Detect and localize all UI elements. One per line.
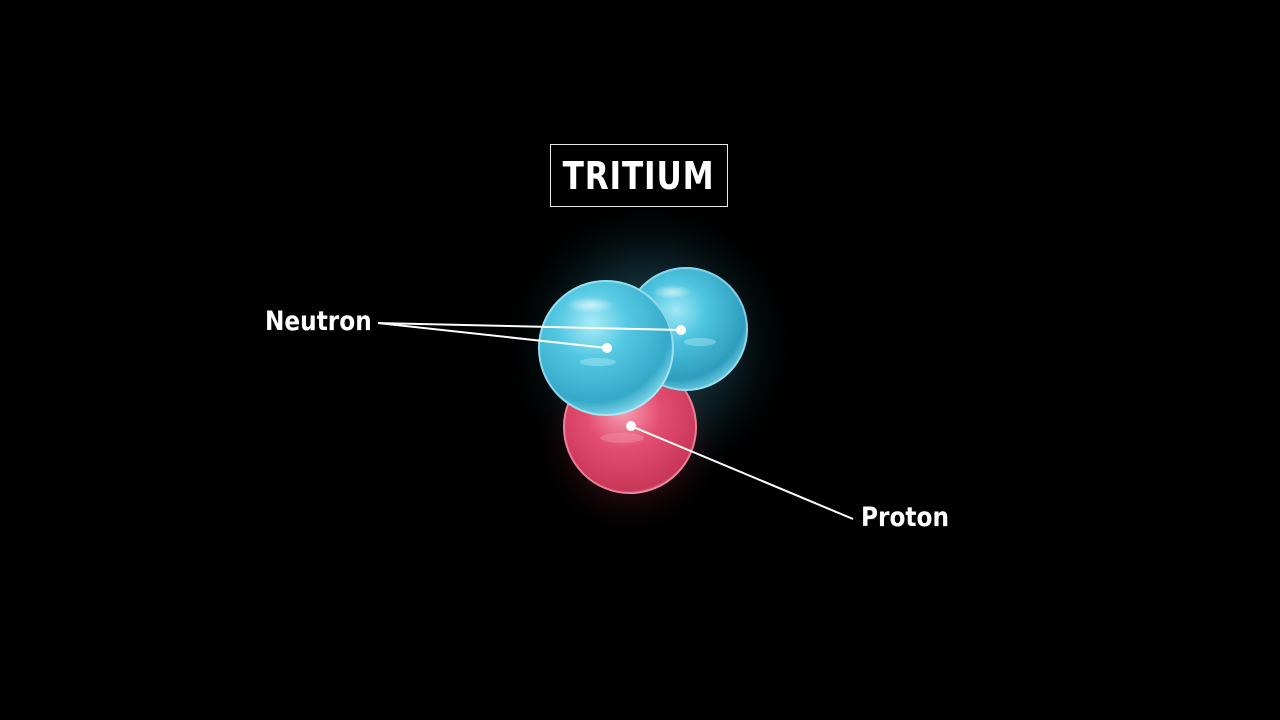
proton-leader-line [630, 425, 854, 520]
neutron-leader-line-back [377, 322, 682, 331]
diagram-title: TRITIUM [563, 153, 715, 198]
leader-lines [377, 322, 854, 520]
neutron-label: Neutron [265, 306, 372, 337]
proton-marker-dot [626, 421, 636, 431]
proton-label: Proton [861, 502, 950, 533]
title-box: TRITIUM [550, 144, 728, 207]
neutron-marker-dot [602, 343, 612, 353]
neutron-marker-dot [676, 325, 686, 335]
neutron-leader-line-front [377, 322, 608, 349]
